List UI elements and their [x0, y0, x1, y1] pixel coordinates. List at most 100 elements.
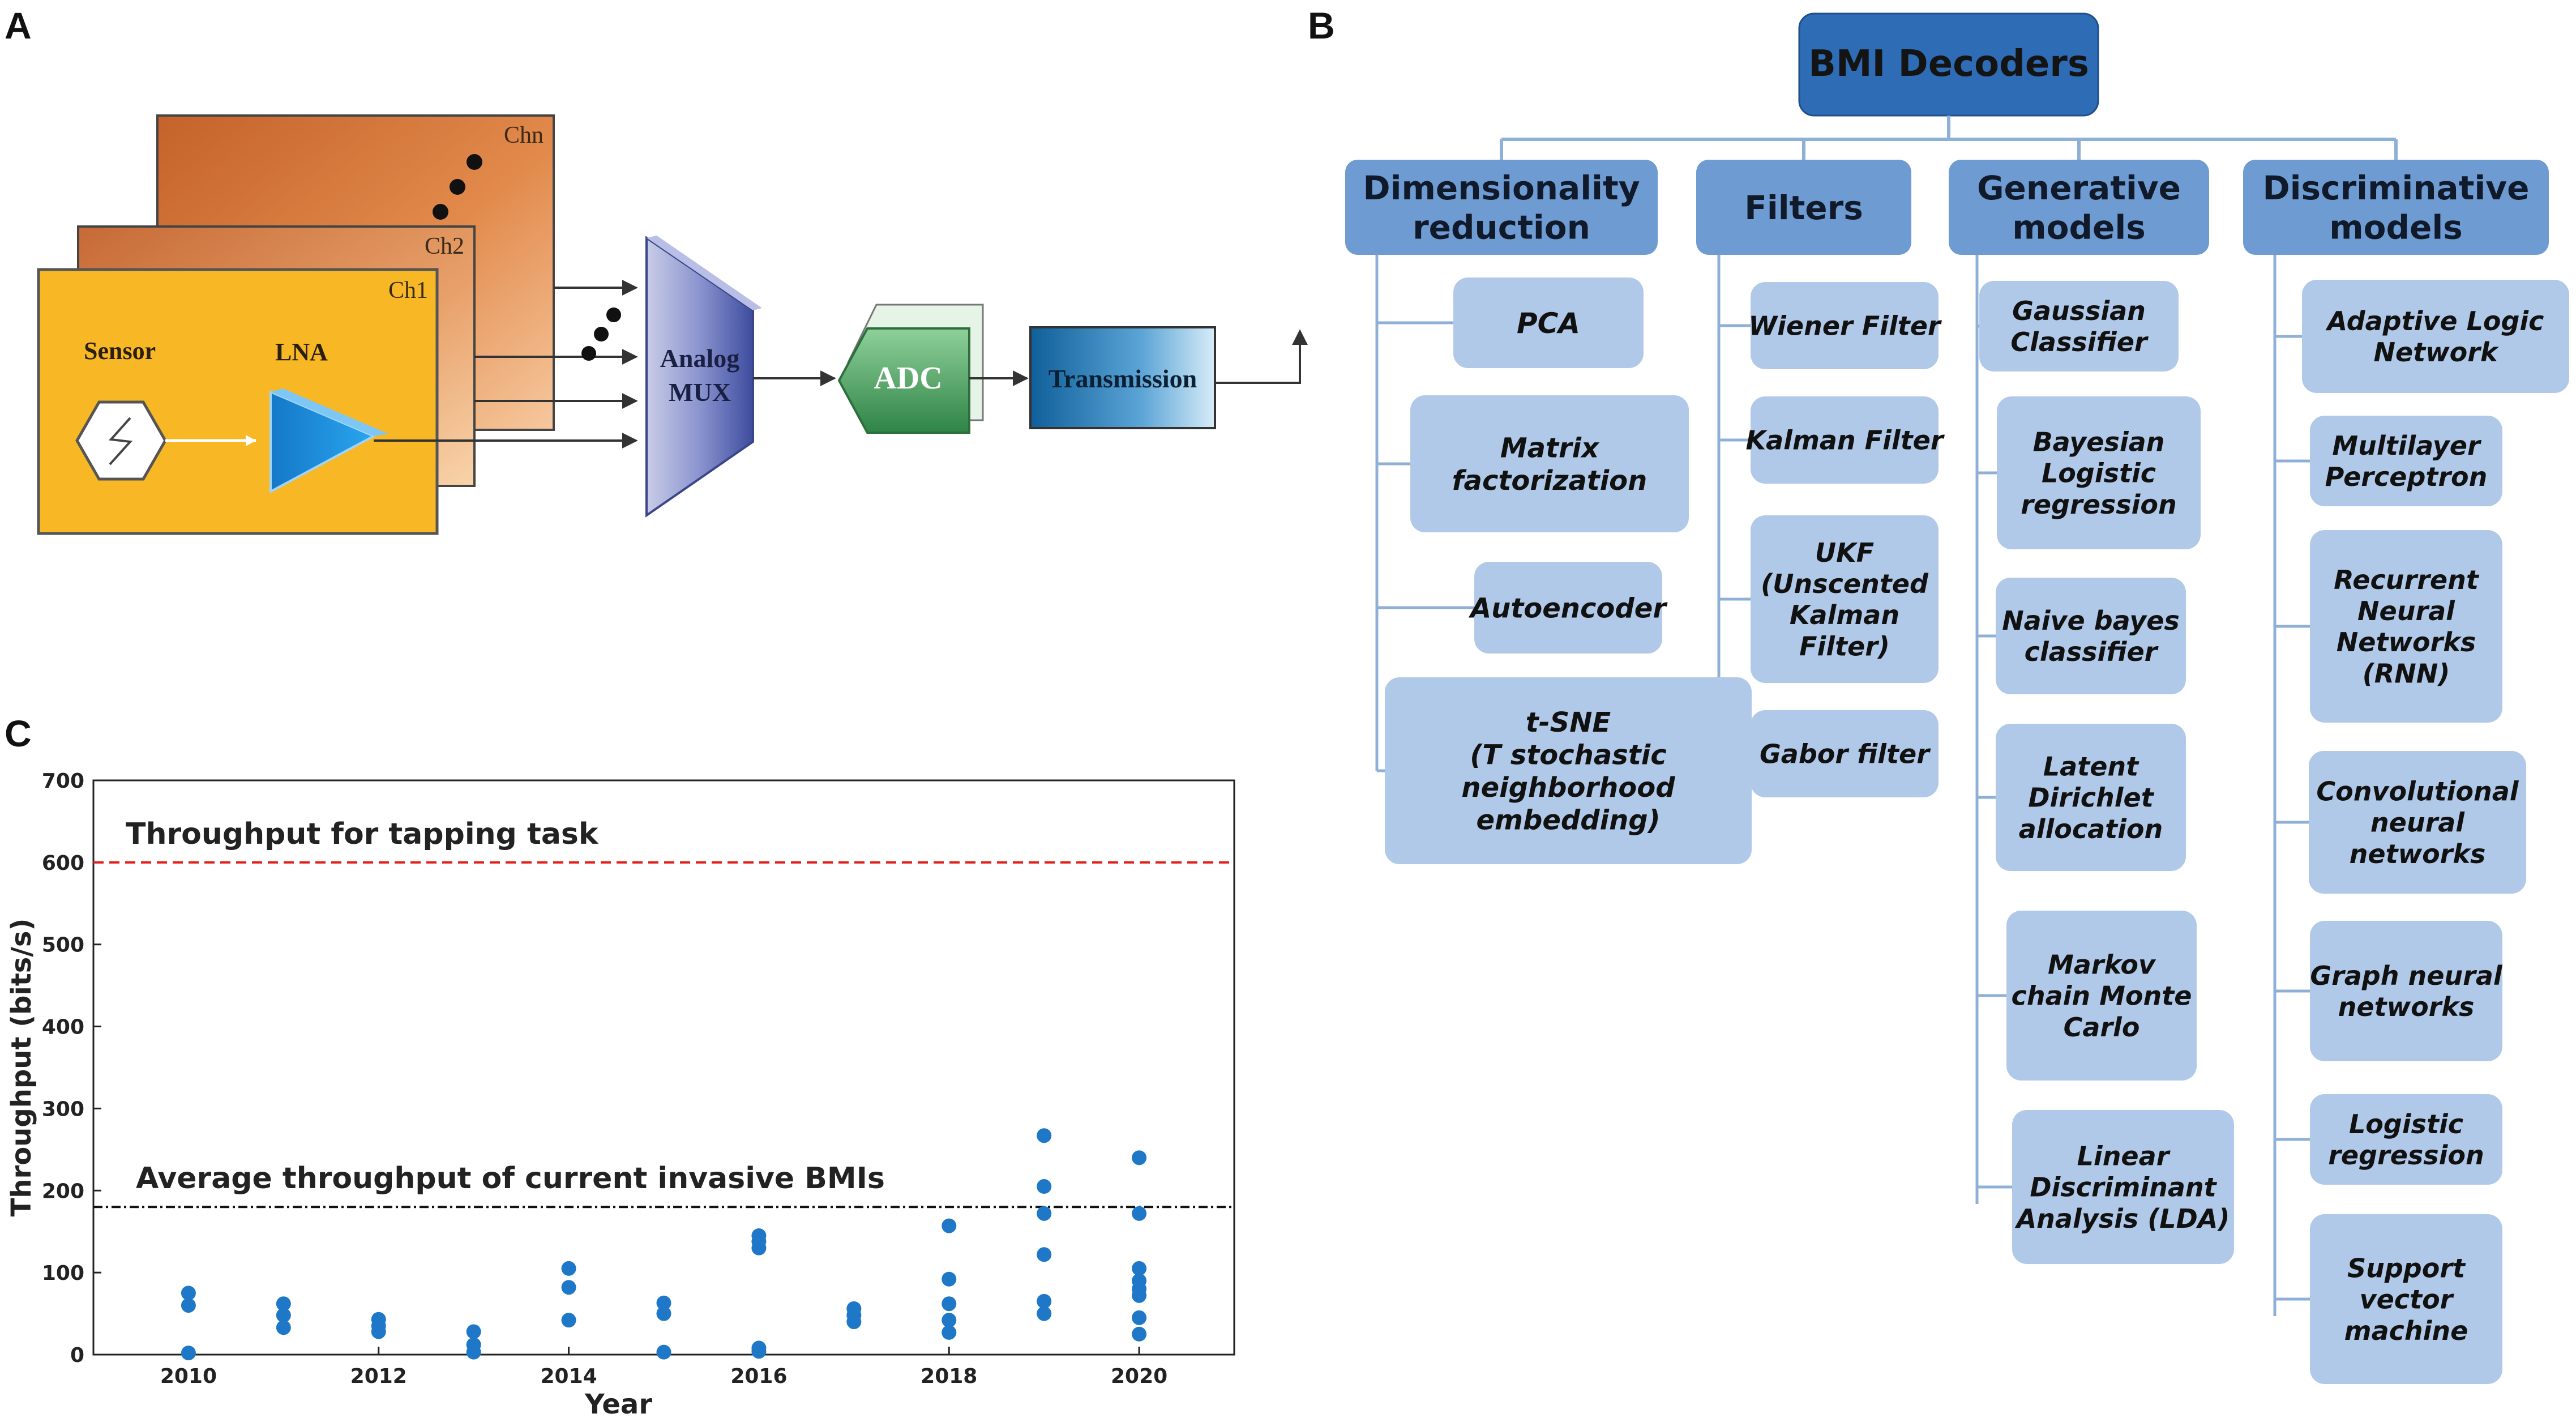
decoder-item-label: machine	[2344, 1316, 2468, 1346]
decoder-item-label: Logistic	[2042, 458, 2156, 489]
category-label: Discriminative	[2263, 169, 2530, 207]
decoder-item-label: Perceptron	[2325, 462, 2488, 492]
x-tick-label: 2018	[921, 1365, 977, 1388]
data-point	[942, 1313, 957, 1328]
y-tick-label: 600	[42, 852, 84, 875]
y-tick-label: 400	[42, 1016, 84, 1039]
decoder-item-label: Neural	[2357, 596, 2455, 626]
data-point	[181, 1286, 196, 1301]
category-label: Generative	[1977, 169, 2181, 207]
decoder-item-label: (T stochastic	[1470, 739, 1666, 771]
category-label: Filters	[1744, 189, 1863, 227]
adc-block: ADC	[837, 304, 984, 434]
decoder-item-label: Recurrent	[2334, 565, 2480, 595]
panel-label-c: C	[5, 712, 32, 754]
decoder-item: PCA	[1453, 277, 1644, 368]
output-wire	[1215, 329, 1308, 384]
data-point	[751, 1344, 767, 1359]
category-label: models	[2329, 208, 2463, 247]
data-point	[1037, 1128, 1052, 1143]
decoder-item-label: Kalman Filter	[1745, 425, 1945, 456]
ellipsis-dot	[467, 154, 482, 170]
channel-1-label: Ch1	[388, 277, 428, 304]
data-point	[942, 1325, 957, 1340]
data-point	[371, 1324, 386, 1339]
sensor-to-lna-arrow	[246, 435, 256, 446]
decoder-item-label: Support	[2347, 1253, 2466, 1283]
y-tick-label: 100	[42, 1262, 84, 1285]
transmission-label: Transmission	[1049, 364, 1197, 393]
y-tick-label: 500	[42, 934, 84, 957]
sensor-icon	[75, 400, 167, 481]
decoder-item-label: Matrix	[1500, 432, 1600, 464]
data-point	[1037, 1293, 1052, 1309]
data-point	[466, 1324, 481, 1339]
decoder-item-label: Dirichlet	[2028, 783, 2154, 813]
panel-label-a: A	[5, 5, 32, 46]
data-point	[1037, 1179, 1052, 1194]
adc-label: ADC	[874, 361, 942, 396]
data-point	[466, 1344, 481, 1360]
decoder-item-label: (Unscented	[1761, 569, 1929, 599]
signal-chain-diagram: Chn Ch2 Ch1 Sensor LNA Analog	[37, 114, 1308, 535]
data-point	[1037, 1206, 1052, 1221]
data-point	[276, 1308, 291, 1323]
decoder-item-label: networks	[2338, 992, 2475, 1022]
decoder-item-label: Classifier	[2010, 327, 2149, 357]
decoder-item-label: UKF	[1815, 537, 1874, 568]
decoder-taxonomy-tree: BMI DecodersDimensionalityreductionPCAMa…	[1345, 12, 2569, 1384]
decoder-item-label: Analysis (LDA)	[2015, 1203, 2230, 1234]
decoder-item-label: Convolutional	[2316, 776, 2519, 806]
x-tick-label: 2016	[730, 1365, 787, 1388]
decoder-item-label: Autoencoder	[1468, 592, 1668, 624]
data-point	[846, 1314, 862, 1330]
decoder-item-label: Network	[2373, 337, 2498, 368]
ellipsis-dot	[581, 346, 596, 361]
decoder-item-label: (RNN)	[2363, 658, 2450, 689]
x-tick-label: 2012	[350, 1365, 407, 1388]
decoder-item-label: Carlo	[2064, 1012, 2140, 1043]
decoder-item-label: Logistic	[2349, 1109, 2463, 1139]
decoder-item: Wiener Filter	[1748, 282, 1942, 369]
data-point	[1132, 1150, 1147, 1165]
decoder-item: Kalman Filter	[1745, 396, 1945, 484]
reference-line-label: Average throughput of current invasive B…	[136, 1161, 885, 1195]
tree-connectors	[1375, 116, 2398, 1316]
plot-area	[92, 779, 1235, 1356]
data-point	[181, 1298, 196, 1313]
decoder-item-label: PCA	[1517, 307, 1580, 340]
decoder-item: Gabor filter	[1751, 710, 1939, 797]
sensor-label: Sensor	[84, 337, 156, 365]
decoder-item-label: Gabor filter	[1760, 739, 1931, 770]
y-tick-label: 200	[42, 1180, 84, 1203]
y-tick-label: 700	[42, 770, 84, 793]
decoder-item-label: Filter)	[1799, 631, 1890, 661]
decoder-item-label: Latent	[2043, 751, 2139, 782]
decoder-item-label: Multilayer	[2332, 430, 2482, 461]
data-point	[1037, 1306, 1052, 1321]
data-point	[942, 1218, 957, 1233]
decoder-item-label: regression	[2328, 1140, 2484, 1171]
data-point	[1037, 1247, 1052, 1262]
data-point	[561, 1261, 576, 1276]
panel-label-b: B	[1308, 5, 1335, 46]
decoder-item-label: Adaptive Logic	[2326, 306, 2544, 336]
decoder-item-label: Discriminant	[2030, 1172, 2217, 1203]
decoder-item-label: Markov	[2048, 949, 2156, 980]
data-point	[751, 1240, 767, 1256]
decoder-item: Autoencoder	[1468, 562, 1668, 654]
lna-label: LNA	[275, 338, 328, 366]
decoder-item-label: neighborhood	[1461, 772, 1675, 804]
